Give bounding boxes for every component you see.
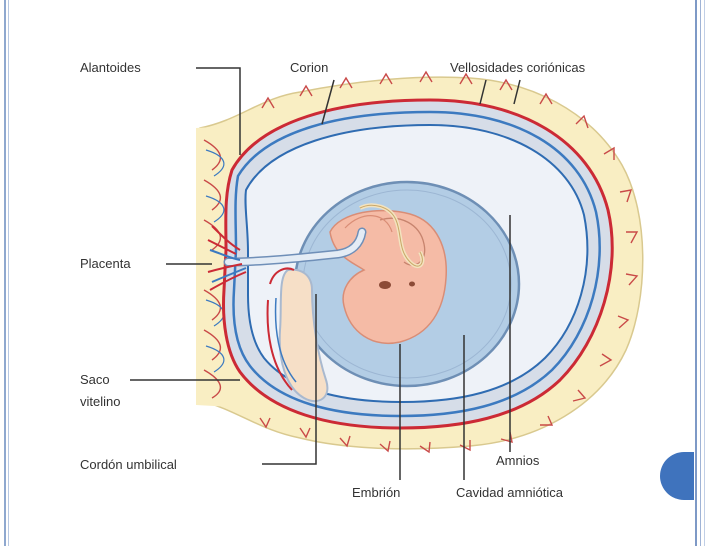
frame-border-right-outer: [704, 0, 705, 546]
leader-corion: [321, 79, 335, 125]
leader-alantoides: [196, 67, 241, 155]
label-amnios: Amnios: [496, 453, 540, 468]
label-embrion: Embrión: [352, 485, 400, 500]
frame-border-left: [4, 0, 6, 546]
label-cavidad: Cavidad amniótica: [456, 485, 564, 500]
label-cordon: Cordón umbilical: [80, 457, 177, 472]
placenta-vessels: [207, 225, 247, 291]
frame-border-left-inner: [8, 0, 9, 546]
label-alantoides: Alantoides: [80, 60, 141, 75]
frame-border-right: [695, 0, 697, 546]
label-corion: Corion: [290, 60, 328, 75]
label-saco-line1: Saco: [80, 372, 110, 387]
frame-border-right-inner: [700, 0, 701, 546]
umbilical-stalk: [223, 203, 425, 269]
label-placenta: Placenta: [80, 256, 131, 271]
label-saco-line2: vitelino: [80, 394, 120, 409]
label-vellosidades: Vellosidades coriónicas: [450, 60, 586, 75]
leader-lines: [130, 67, 521, 480]
leader-vellosidades: [479, 79, 521, 105]
page-marker-dot: [660, 452, 694, 500]
leader-cordon: [262, 294, 317, 465]
